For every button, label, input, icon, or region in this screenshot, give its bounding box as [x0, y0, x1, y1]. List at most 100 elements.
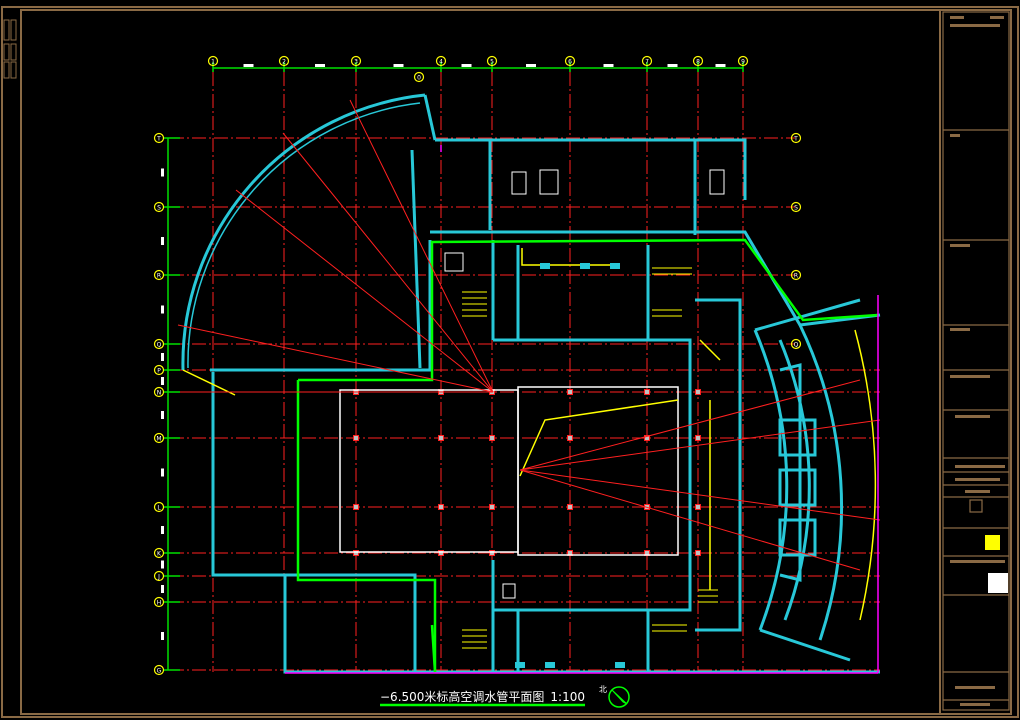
- pipe-runs: [296, 238, 879, 673]
- left-binding-strip: [3, 19, 17, 79]
- dimension-text: [161, 468, 164, 477]
- column-marker: [644, 435, 650, 441]
- svg-text:4: 4: [439, 59, 443, 66]
- drawing-frame: [1, 6, 1019, 718]
- svg-text:H: H: [157, 600, 162, 607]
- title-block-text: [955, 415, 990, 418]
- title-block-text: [990, 16, 1004, 19]
- title-block-text: [950, 560, 1005, 563]
- title-block-text: [950, 134, 960, 137]
- svg-text:P: P: [157, 368, 161, 375]
- column-marker: [567, 389, 573, 395]
- signature-mark: [985, 535, 1000, 550]
- row-axis-bubble-right: T: [790, 132, 802, 144]
- row-axis-bubble: L: [153, 501, 165, 513]
- dimension-text: [161, 237, 164, 245]
- svg-text:7: 7: [645, 59, 649, 66]
- column-axis-bubble: 3: [350, 55, 362, 67]
- svg-text:R: R: [157, 273, 161, 280]
- svg-text:M: M: [156, 436, 161, 443]
- title-block-stamp: [988, 573, 1008, 593]
- column-marker: [695, 389, 701, 395]
- title-block-text: [955, 478, 1000, 481]
- north-arrow-icon: [608, 686, 630, 708]
- svg-text:R: R: [794, 273, 798, 280]
- column-axis-bubble: 6: [564, 55, 576, 67]
- equipment-units: [515, 263, 625, 668]
- svg-text:Q: Q: [157, 342, 162, 349]
- svg-text:S: S: [794, 205, 798, 212]
- svg-text:2: 2: [282, 59, 286, 66]
- row-axis-bubble: J: [153, 570, 165, 582]
- svg-text:L: L: [157, 505, 161, 512]
- svg-text:1: 1: [211, 59, 215, 66]
- column-marker: [353, 435, 359, 441]
- dimension-text: [161, 168, 164, 177]
- column-marker: [567, 504, 573, 510]
- svg-text:T: T: [156, 136, 161, 143]
- drawing-scale: 1:100: [550, 690, 585, 704]
- equipment: [444, 169, 725, 599]
- dimension-text: [393, 64, 404, 67]
- column-marker: [353, 504, 359, 510]
- row-axis-bubble-right: R: [790, 269, 802, 281]
- svg-text:S: S: [157, 205, 161, 212]
- title-block-text: [950, 24, 1000, 27]
- row-axis-bubble-right: Q: [790, 338, 802, 350]
- svg-text:5: 5: [490, 59, 494, 66]
- yellow-runs: [182, 248, 877, 621]
- column-marker: [695, 550, 701, 556]
- dimension-text: [161, 585, 164, 593]
- svg-text:T: T: [793, 136, 798, 143]
- row-axis-bubble: H: [153, 596, 165, 608]
- row-axis-bubble: T: [153, 132, 165, 144]
- column-marker: [695, 504, 701, 510]
- row-axis-bubble: N: [153, 386, 165, 398]
- title-block-text: [960, 703, 990, 706]
- column-marker: [644, 389, 650, 395]
- title-block: [942, 11, 1010, 711]
- title-block-text: [950, 244, 970, 247]
- dimension-text: [161, 305, 164, 314]
- svg-text:9: 9: [741, 59, 745, 66]
- grid-lines: [170, 72, 880, 672]
- column-marker: [567, 435, 573, 441]
- column-marker: [438, 435, 444, 441]
- title-block-text: [950, 16, 964, 19]
- column-marker: [438, 504, 444, 510]
- svg-text:8: 8: [696, 59, 700, 66]
- column-axis-bubble: 8: [692, 55, 704, 67]
- column-axis-bubble: 7: [641, 55, 653, 67]
- row-axis-bubble: S: [153, 201, 165, 213]
- dimension-text: [603, 64, 614, 67]
- dimension-text: [526, 64, 536, 67]
- north-label: 北: [599, 685, 607, 694]
- column-marker: [489, 550, 495, 556]
- column-marker: [438, 550, 444, 556]
- walls: [181, 93, 881, 674]
- svg-text:J: J: [157, 574, 160, 581]
- column-axis-bubble: 9: [737, 55, 749, 67]
- svg-text:Q: Q: [794, 342, 799, 349]
- column-marker: [353, 550, 359, 556]
- dimension-text: [461, 64, 472, 67]
- dimension-text: [161, 411, 164, 419]
- svg-text:6: 6: [568, 59, 572, 66]
- dimension-text: [667, 64, 678, 67]
- row-axis-bubble-right: S: [790, 201, 802, 213]
- drawing-title-line: −6.500米标高空调水管平面图 1:100: [380, 689, 585, 704]
- drawing-title: −6.500米标高空调水管平面图: [380, 689, 544, 704]
- dimension-text: [715, 64, 726, 67]
- title-block-text: [950, 328, 970, 331]
- row-axis-bubble: R: [153, 269, 165, 281]
- dimension-text: [243, 64, 254, 67]
- row-axis-bubble: Q: [153, 338, 165, 350]
- svg-text:N: N: [157, 390, 162, 397]
- dimension-text: [161, 353, 164, 361]
- row-axis-bubble: P: [153, 364, 165, 376]
- dimension-text: [161, 526, 164, 534]
- svg-text:3: 3: [354, 59, 358, 66]
- dimension-text: [315, 64, 325, 67]
